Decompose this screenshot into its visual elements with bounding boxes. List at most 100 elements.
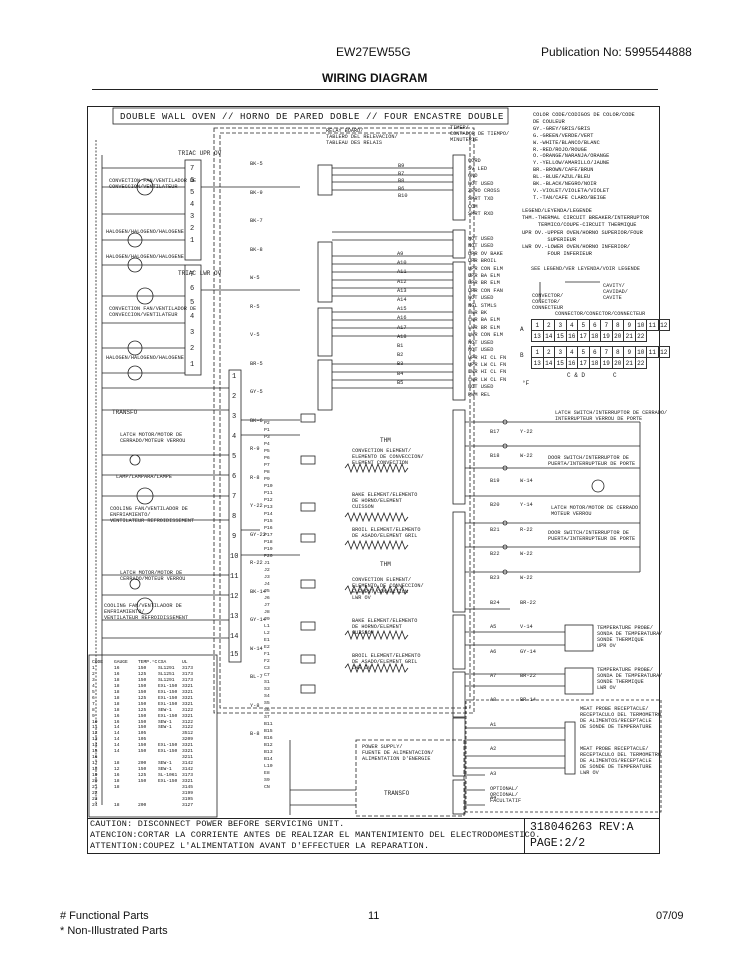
- connector-pin: 8: [611, 319, 624, 331]
- gauge-cell: SEW-1: [158, 707, 172, 713]
- connector-id: P12: [264, 498, 273, 503]
- connector-id: L1: [264, 624, 270, 629]
- timer-terminal: 5V LED: [468, 165, 488, 172]
- right-wire-label: W-22: [520, 551, 533, 558]
- color-code-entry: GY.-GREY/GRIS/GRIS: [533, 125, 591, 132]
- svg-text:7: 7: [232, 493, 236, 501]
- triac-lwr-label: TRIAC LWR OV: [178, 270, 222, 277]
- temp-probe-label-1: TEMPERATURE PROBE/ SONDA DE TEMPERATURA/…: [597, 625, 663, 649]
- relay-terminal: NOT USED: [468, 243, 494, 250]
- relay-terminal: LWR HI CL FN: [468, 369, 507, 376]
- broil-element-label: BROIL ELEMENT/ELEMENTO DE ASADO/ELEMENT …: [352, 527, 421, 539]
- wire-label: GY-5: [250, 389, 263, 395]
- relay-board-label: RELAY BOARD/ TABLERO DEL RELEVACION/ TAB…: [326, 128, 398, 146]
- connector-id: P3: [264, 435, 270, 440]
- caution-french: ATTENTION:COUPEZ L'ALIMENTATION AVANT D'…: [90, 841, 430, 851]
- connector-pin: 10: [634, 346, 647, 358]
- svg-text:7: 7: [190, 271, 194, 279]
- connector-id: S3: [264, 687, 270, 692]
- gauge-cell: 3321: [182, 683, 194, 689]
- wire-label: R-8: [250, 474, 260, 481]
- gauge-cell: 14: [114, 737, 120, 743]
- connector-pin: 21: [623, 357, 636, 369]
- relay-pin: A11: [397, 269, 407, 276]
- connector-pin: 21: [623, 330, 636, 342]
- relay-terminal: LWR BR ELM: [468, 324, 500, 331]
- gauge-cell: 125: [138, 773, 147, 779]
- connector-pin: 7: [600, 319, 613, 331]
- revision-box: [524, 818, 660, 854]
- connector-pin: 9: [623, 346, 636, 358]
- connector-pin: 13: [531, 330, 544, 342]
- connector-pin: 12: [657, 319, 670, 331]
- gauge-cell: 1: [92, 665, 95, 671]
- right-wire-label: W-14: [520, 477, 533, 484]
- gauge-cell: EXL-150: [158, 683, 178, 689]
- svg-text:5: 5: [190, 299, 194, 307]
- right-pin: A5: [490, 624, 497, 631]
- connector-pin: 20: [611, 330, 624, 342]
- gauge-cell: 14: [114, 743, 120, 749]
- color-code-entry: O.-ORANGE/NARANJA/ORANGE: [533, 153, 610, 160]
- gauge-cell: 3321: [182, 779, 194, 785]
- gauge-cell: 14: [114, 731, 120, 737]
- connector-pin: 5: [577, 346, 590, 358]
- connector-id: E2: [264, 645, 270, 650]
- connector-row-label-a: A: [520, 326, 524, 333]
- relay-terminal: UPR BROIL: [468, 258, 497, 265]
- right-pin: B19: [490, 477, 500, 484]
- gauge-cell: 3173: [182, 677, 194, 683]
- gauge-cell: 18: [114, 707, 120, 713]
- connector-pin: 13: [531, 357, 544, 369]
- gauge-cell: 3512: [182, 731, 194, 737]
- right-pin: A3: [490, 770, 497, 777]
- right-pin: A7: [490, 673, 497, 680]
- color-code-entry: Y.-YELLOW/AMARILLO/JAUNE: [533, 160, 610, 167]
- connector-pin: 6: [588, 346, 601, 358]
- relay-pin: A12: [397, 278, 407, 285]
- gauge-cell: 105: [138, 737, 147, 743]
- right-wire-label: BR-22: [520, 599, 536, 606]
- connector-id: P4: [264, 442, 270, 447]
- connector-id: P15: [264, 519, 273, 524]
- latch-switch-label: LATCH SWITCH/INTERRUPTOR DE CERRADO/ INT…: [555, 410, 668, 422]
- footer-non-illustrated: * Non-Illustrated Parts: [60, 925, 168, 937]
- legend-definition: LWR OV.-LOWER OVEN/HORNO INFERIOR/: [522, 244, 631, 251]
- right-wire-label: Y-22: [520, 429, 533, 435]
- connector-id: S1: [264, 680, 270, 685]
- relay-terminal: LWR BA ELM: [468, 317, 500, 324]
- color-code-entry: COLOR CODE/CODIGOS DE COLOR/CODE: [533, 112, 635, 118]
- relay-pin: A9: [397, 251, 404, 257]
- gauge-cell: 12: [92, 731, 98, 737]
- connector-pin: 2: [542, 319, 555, 331]
- connector-id: B16: [264, 736, 273, 741]
- right-wire-label: BR-22: [520, 673, 536, 680]
- relay-terminal: LWR LW CL FN: [468, 376, 507, 383]
- transfo-bottom-label: TRANSFO: [384, 790, 410, 797]
- gauge-cell: 11: [92, 725, 98, 731]
- connector-pin: 16: [565, 330, 578, 342]
- gauge-cell: 3122: [182, 725, 194, 731]
- wire-label: Y-22: [250, 503, 263, 509]
- gauge-cell: 15: [92, 749, 98, 755]
- gauge-cell: 18: [114, 701, 120, 707]
- color-code-entry: BL.-BLUE/AZUL/BLEU: [533, 174, 591, 181]
- gauge-cell: 17: [92, 761, 98, 767]
- svg-text:8: 8: [232, 513, 236, 521]
- caution-english: CAUTION: DISCONNECT POWER BEFORE SERVICI…: [90, 819, 345, 829]
- connector-pin: 11: [646, 319, 659, 331]
- right-wire-label: V-14: [520, 624, 533, 631]
- color-code-entry: BR.-BROWN/CAFE/BRUN: [533, 167, 594, 174]
- connector-id: S9: [264, 778, 270, 783]
- relay-terminal: UPR HI CL FN: [468, 354, 507, 361]
- color-code-entry: G.-GREEN/VERDE/VERT: [533, 132, 594, 139]
- door-switch-label-1: DOOR SWITCH/INTERRUPTOR DE PUERTA/INTERR…: [548, 455, 636, 467]
